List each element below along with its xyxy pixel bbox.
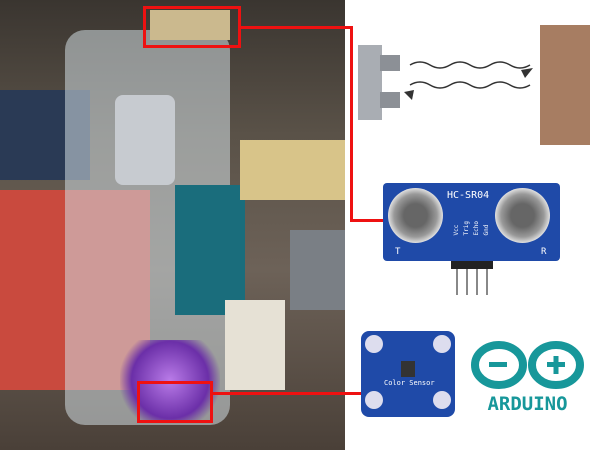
arduino-wordmark: ARDUINO [487,393,568,415]
sound-wave-arrows [404,61,533,100]
minus-icon [489,362,507,367]
model-label: HC-SR04 [447,190,490,201]
target-object [540,25,590,145]
t-label: T [395,247,401,257]
receiver-icon [380,92,400,108]
transmitter-icon [388,188,443,243]
transmitter-icon [380,55,400,71]
pin-label: Vcc [453,224,460,236]
color-sensor-label: Color Sensor [384,379,435,387]
yerba-mate-box [240,140,345,200]
pin-label: Echo [473,221,480,236]
led-icon [433,335,451,353]
device [290,230,345,310]
connector-line [241,26,352,29]
tape [150,10,230,40]
sensor-chip-icon [401,361,415,377]
r-label: R [541,247,547,257]
connector-line [350,26,353,222]
ultrasonic-highlight-box [143,6,241,48]
pin-label: Gnd [483,224,490,236]
led-icon [365,391,383,409]
hc-sr04-board: HC-SR04 T R Vcc Trig Echo Gnd [383,183,560,261]
breadboard [225,300,285,390]
arduino-board [175,185,245,315]
prototype-photo [0,0,345,450]
purple-light [120,340,220,420]
pin-label: Trig [463,221,470,236]
color-sensor-highlight-box [137,381,213,423]
led-icon [433,391,451,409]
can [115,95,175,185]
color-sensor-board: Color Sensor [361,331,455,417]
sensor-body-icon [358,45,382,120]
header-pins [451,261,493,295]
connector-line [213,392,363,395]
connector-line [350,219,386,222]
arduino-infinity-logo [471,341,584,389]
receiver-icon [495,188,550,243]
led-icon [365,335,383,353]
